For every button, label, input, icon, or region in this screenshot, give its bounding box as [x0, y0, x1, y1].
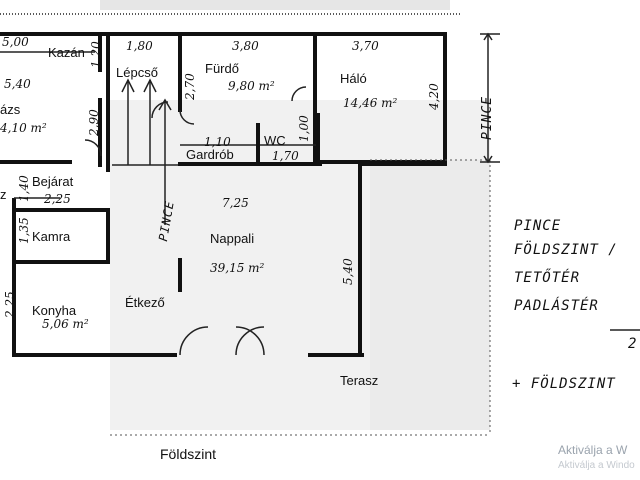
room-label-z: z: [0, 187, 7, 202]
room-label-lepcso: Lépcső: [116, 65, 158, 80]
walls: [0, 32, 447, 357]
level-caption: Földszint: [160, 446, 217, 462]
room-label-haz: ázs: [0, 102, 21, 117]
dimension-5-40-top: 5,40: [4, 77, 31, 91]
area-furdo: 9,80 m²: [228, 79, 275, 93]
note-2: 2: [628, 336, 638, 352]
pince-label-right: PINCE: [480, 95, 495, 140]
windows-activation-subtext: Aktiválja a Windo: [558, 460, 635, 471]
area-wc: 1,70: [272, 149, 299, 163]
dimension-2-25-bejarat: 2,25: [44, 192, 71, 206]
dimension-1-00: 1,00: [297, 115, 311, 142]
dimension-1-20: 1,20: [89, 41, 103, 68]
terrace-outline: [110, 159, 491, 436]
room-label-furdo: Fürdő: [205, 61, 239, 76]
dimension-1-10: 1,10: [204, 135, 231, 149]
windows-activation-text: Aktiválja a W: [558, 443, 628, 457]
room-label-etkezo: Étkező: [125, 295, 165, 310]
room-label-kamra: Kamra: [32, 229, 71, 244]
room-label-wc: WC: [264, 133, 286, 148]
area-konyha: 5,06 m²: [42, 317, 89, 331]
dimension-1-40: 1,40: [17, 175, 31, 202]
note-plus-foldszint: + FÖLDSZINT: [512, 376, 616, 392]
room-label-kazan: Kazán: [48, 45, 85, 60]
note-padlaster: PADLÁSTÉR: [514, 298, 599, 314]
room-label-bejarat: Bejárat: [32, 174, 74, 189]
pince-dimension-line: [480, 32, 500, 164]
room-label-konyha: Konyha: [32, 303, 77, 318]
room-label-terasz: Terasz: [340, 373, 379, 388]
note-foldszint: FÖLDSZINT /: [514, 242, 618, 258]
room-label-halo: Háló: [340, 71, 367, 86]
dimension-5-00: 5,00: [2, 35, 29, 49]
dimension-7-25: 7,25: [222, 196, 249, 210]
dimension-1-80: 1,80: [126, 39, 153, 53]
area-haz: 4,10 m²: [0, 121, 47, 135]
note-pince: PINCE: [514, 218, 562, 234]
staircase: [112, 78, 178, 225]
area-nappali: 39,15 m²: [210, 261, 265, 275]
room-label-gardrob: Gardrób: [186, 147, 234, 162]
note-teteter: TETŐTÉR: [514, 270, 581, 286]
area-halo: 14,46 m²: [343, 96, 398, 110]
room-label-nappali: Nappali: [210, 231, 255, 246]
dimension-2-25-konyha: 2,25: [3, 291, 17, 318]
dimension-3-80: 3,80: [232, 39, 259, 53]
dimension-4-20: 4,20: [427, 83, 441, 110]
dimension-5-40-nappali: 5,40: [341, 258, 355, 285]
dimension-2-90: 2,90: [87, 109, 101, 136]
dimension-2-70: 2,70: [183, 73, 197, 100]
dimension-1-35: 1,35: [17, 217, 31, 244]
dimension-3-70: 3,70: [352, 39, 379, 53]
